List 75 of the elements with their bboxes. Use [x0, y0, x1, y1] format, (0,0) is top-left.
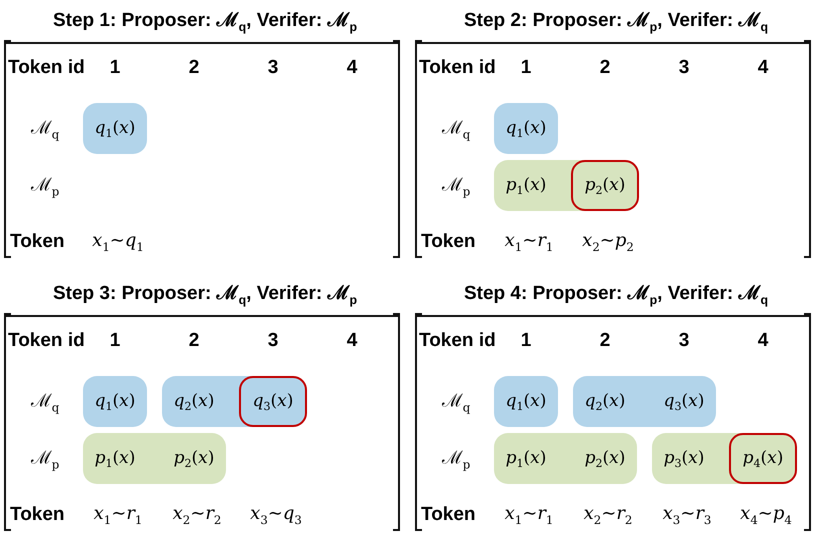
token-sample: x$_{4}$~p$_{4}$: [740, 503, 792, 527]
rejected-token-box: [729, 433, 797, 484]
probability-pill: [83, 103, 147, 154]
model-label: ℳ$_{p}$: [442, 446, 470, 472]
row-header: Token id: [419, 57, 496, 79]
column-number: 2: [600, 57, 610, 79]
probability-pill: [83, 433, 226, 484]
row-header: Token: [421, 504, 476, 526]
probability-text: q$_{1}$(x): [506, 117, 546, 140]
probability-text: p$_{1}$(x): [506, 447, 546, 470]
probability-text: p$_{2}$(x): [584, 447, 626, 470]
token-sample: x$_{2}$~p$_{2}$: [582, 230, 634, 254]
token-sample: x$_{1}$~r$_{1}$: [94, 503, 142, 527]
column-number: 4: [758, 57, 768, 79]
probability-pill: [494, 160, 637, 211]
column-number: 2: [188, 57, 200, 79]
row-header: Token: [10, 231, 65, 253]
model-label: ℳ$_{q}$: [442, 116, 470, 142]
row-header: Token id: [419, 330, 496, 352]
probability-text: q$_{1}$(x): [94, 117, 136, 140]
column-number: 3: [678, 330, 690, 352]
token-sample: x$_{1}$~r$_{1}$: [504, 230, 554, 254]
column-number: 3: [268, 330, 278, 352]
model-label: ℳ$_{p}$: [30, 446, 60, 472]
probability-text: p$_{4}$(x): [742, 447, 784, 470]
probability-pill: [652, 433, 795, 484]
token-sample: x$_{1}$~r$_{1}$: [504, 503, 554, 527]
probability-text: p$_{1}$(x): [94, 447, 136, 470]
probability-text: p$_{2}$(x): [584, 174, 626, 197]
probability-text: q$_{1}$(x): [94, 390, 136, 413]
probability-text: p$_{3}$(x): [664, 447, 704, 470]
probability-pill: [494, 433, 637, 484]
probability-text: p$_{1}$(x): [506, 174, 546, 197]
column-number: 2: [600, 330, 610, 352]
column-number: 2: [188, 330, 200, 352]
token-sample: x$_{2}$~r$_{2}$: [584, 503, 632, 527]
probability-text: q$_{1}$(x): [506, 390, 546, 413]
rejected-token-box: [571, 160, 639, 211]
model-label: ℳ$_{q}$: [30, 116, 60, 142]
probability-text: q$_{3}$(x): [664, 390, 704, 413]
token-sample: x$_{1}$~q$_{1}$: [92, 230, 144, 254]
token-sample: x$_{2}$~r$_{2}$: [172, 503, 222, 527]
panel-title: Step 4: Proposer: ℳ$_{p}$, Verifer: ℳ$_{q}$: [464, 282, 768, 307]
model-label: ℳ$_{q}$: [442, 390, 470, 414]
model-label: ℳ$_{p}$: [30, 174, 60, 198]
column-number: 1: [520, 330, 532, 352]
column-number: 1: [110, 57, 120, 79]
column-number: 4: [346, 330, 358, 352]
column-number: 4: [346, 57, 358, 79]
token-sample: x$_{3}$~r$_{3}$: [662, 503, 712, 527]
column-number: 1: [110, 330, 120, 352]
row-header: Token: [421, 231, 476, 253]
probability-pill: [494, 103, 558, 154]
probability-text: q$_{3}$(x): [252, 390, 294, 413]
model-label: ℳ$_{q}$: [30, 390, 60, 414]
panel-title: Step 2: Proposer: ℳ$_{p}$, Verifer: ℳ$_{q}$: [464, 9, 768, 34]
panel-title: Step 1: Proposer: ℳ$_{q}$, Verifer: ℳ$_{p}$: [52, 9, 358, 34]
probability-pill: [162, 376, 305, 427]
panel-title: Step 3: Proposer: ℳ$_{q}$, Verifer: ℳ$_{p}$: [52, 282, 358, 307]
probability-text: q$_{2}$(x): [584, 390, 626, 413]
row-header: Token: [10, 504, 65, 526]
probability-pill: [83, 376, 147, 427]
column-number: 3: [268, 57, 278, 79]
column-number: 1: [520, 57, 532, 79]
model-label: ℳ$_{p}$: [442, 174, 470, 198]
row-header: Token id: [8, 330, 85, 352]
column-number: 3: [678, 57, 690, 79]
column-number: 4: [758, 330, 768, 352]
probability-pill: [573, 376, 716, 427]
probability-text: p$_{2}$(x): [174, 447, 214, 470]
probability-pill: [494, 376, 558, 427]
rejected-token-box: [239, 376, 307, 427]
token-sample: x$_{3}$~q$_{3}$: [250, 503, 302, 527]
probability-text: q$_{2}$(x): [174, 390, 214, 413]
row-header: Token id: [8, 57, 85, 79]
